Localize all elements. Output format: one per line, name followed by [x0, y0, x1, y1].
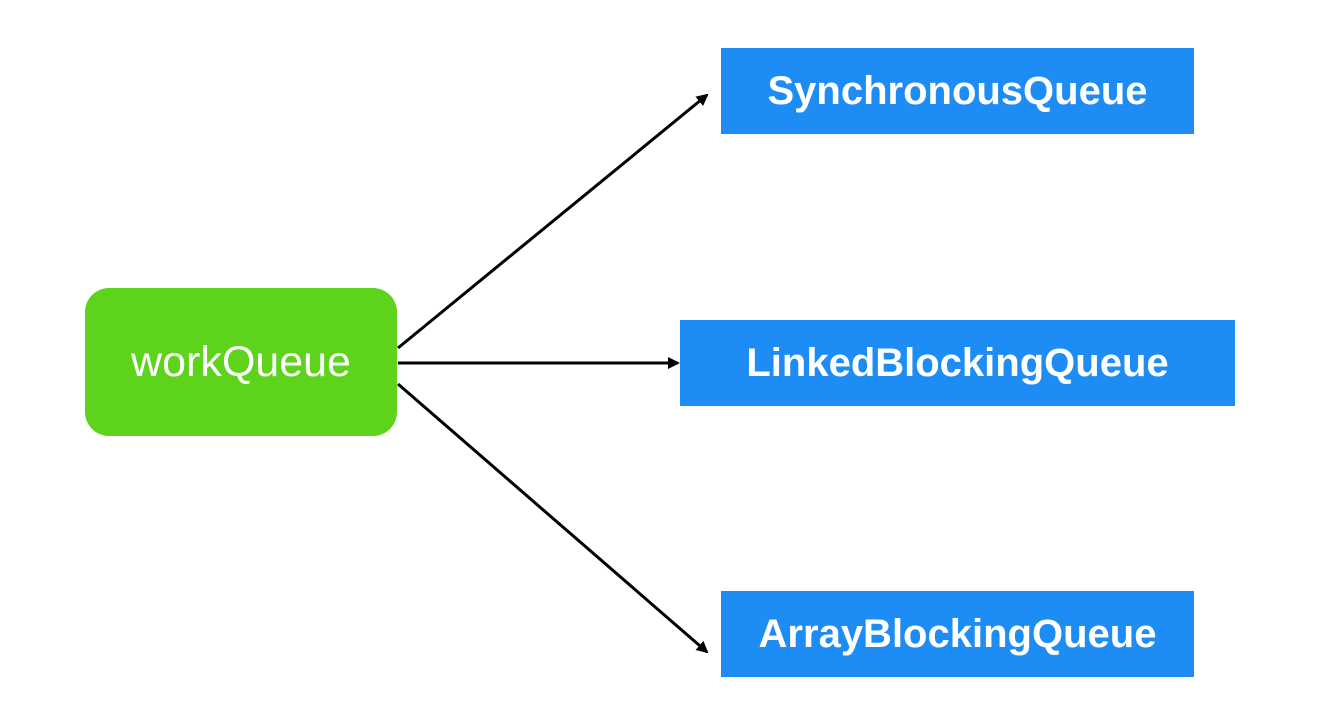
linked-blocking-queue-node: LinkedBlockingQueue	[680, 320, 1235, 406]
edge-to-array-blocking-queue	[397, 382, 709, 654]
array-blocking-queue-node: ArrayBlockingQueue	[721, 591, 1194, 677]
linked-blocking-queue-label: LinkedBlockingQueue	[746, 340, 1169, 385]
synchronous-queue-node: SynchronousQueue	[721, 48, 1194, 134]
work-queue-label: workQueue	[131, 337, 351, 386]
edge-to-synchronous-queue	[397, 93, 709, 350]
synchronous-queue-label: SynchronousQueue	[767, 68, 1148, 113]
array-blocking-queue-label: ArrayBlockingQueue	[758, 611, 1157, 656]
work-queue-node: workQueue	[85, 288, 397, 436]
